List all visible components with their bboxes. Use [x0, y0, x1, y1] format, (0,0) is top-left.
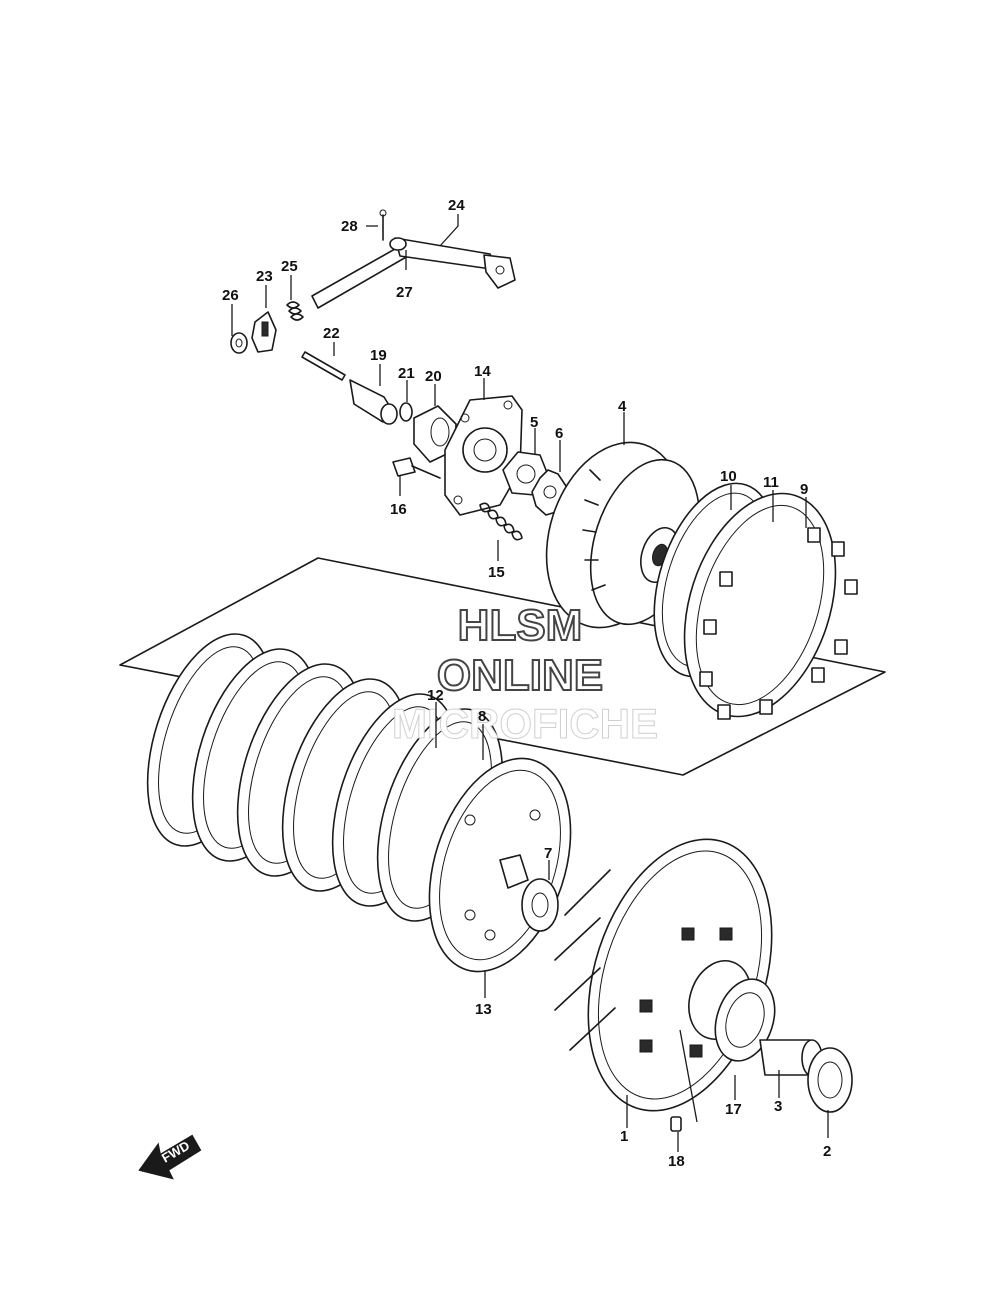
callout-6: 6 — [555, 425, 563, 442]
callout-5: 5 — [530, 414, 538, 431]
callouts: 1 2 3 4 5 6 7 8 9 10 11 12 13 14 15 16 1… — [222, 197, 831, 1170]
callout-9: 9 — [800, 481, 808, 498]
springs-15 — [479, 502, 523, 541]
callout-4: 4 — [618, 398, 627, 415]
callout-21: 21 — [398, 365, 415, 382]
cotter-pin-28 — [379, 209, 387, 241]
pressure-plate-14 — [444, 395, 523, 516]
thrust-washer-7 — [521, 878, 559, 932]
piece-19 — [349, 379, 398, 425]
callout-15: 15 — [488, 564, 505, 581]
callout-24: 24 — [448, 197, 465, 214]
callout-26: 26 — [222, 287, 239, 304]
bolt-16 — [392, 457, 441, 479]
pin-18 — [670, 1116, 682, 1132]
release-shaft-24 — [311, 237, 516, 309]
callout-3: 3 — [774, 1098, 782, 1115]
callout-28: 28 — [341, 218, 358, 235]
callout-11: 11 — [763, 474, 779, 491]
callout-7: 7 — [544, 845, 552, 862]
callout-1: 1 — [620, 1128, 628, 1145]
callout-10: 10 — [720, 468, 737, 485]
callout-19: 19 — [370, 347, 387, 364]
spacer-3 — [759, 1039, 823, 1077]
callout-22: 22 — [323, 325, 340, 342]
callout-20: 20 — [425, 368, 442, 385]
plates-9-10-11 — [653, 482, 858, 720]
callout-8: 8 — [478, 708, 486, 725]
callout-18: 18 — [668, 1153, 685, 1170]
o-ring-21 — [399, 402, 413, 422]
callout-12: 12 — [427, 687, 444, 704]
callout-16: 16 — [390, 501, 407, 518]
clutch-housing-1 — [554, 838, 773, 1112]
callout-23: 23 — [256, 268, 273, 285]
callout-14: 14 — [474, 363, 491, 380]
leader-lines — [231, 214, 829, 1152]
callout-17: 17 — [725, 1101, 742, 1118]
washer-2 — [807, 1047, 853, 1113]
callout-25: 25 — [281, 258, 298, 275]
watermark-line-3: MICROFICHE — [392, 700, 658, 747]
watermark-line-2: ONLINE — [437, 651, 603, 700]
callout-27: 27 — [396, 284, 413, 301]
push-rod-22 — [301, 351, 346, 381]
watermark-line-1: HLSM — [458, 601, 583, 650]
forward-arrow-icon: FWD — [138, 1134, 202, 1180]
bracket-23 — [251, 311, 277, 353]
spring-25 — [286, 301, 304, 321]
callout-2: 2 — [823, 1143, 831, 1160]
washer-26 — [230, 332, 248, 354]
callout-13: 13 — [475, 1001, 492, 1018]
